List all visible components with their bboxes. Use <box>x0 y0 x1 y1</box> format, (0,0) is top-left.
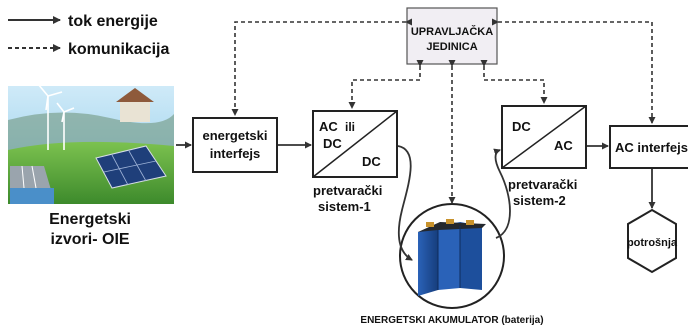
house-icon <box>116 88 154 122</box>
legend: tok energije komunikacija <box>8 13 169 58</box>
energy-flow-arrows <box>176 141 656 261</box>
flow-battery-to-converter-2 <box>493 148 511 239</box>
renewable-sources-illustration <box>8 83 174 204</box>
converter-1-or-label: ili <box>345 120 355 134</box>
control-unit-block: UPRAVLJAČKA JEDINICA <box>406 7 498 65</box>
battery-cells-icon <box>418 219 486 296</box>
communication-legend-label: komunikacija <box>68 41 169 58</box>
sources-label-line1: Energetski <box>49 211 131 228</box>
converter-2-ac-label: AC <box>554 138 573 153</box>
hydro-dam-icon <box>10 165 54 204</box>
comm-control-to-ac-interface <box>492 18 656 124</box>
converter-2-caption-line1: pretvarački <box>508 177 577 192</box>
control-unit-line2: JEDINICA <box>426 41 477 53</box>
converter-2-caption-line2: sistem-2 <box>513 193 566 208</box>
comm-control-to-converter-1 <box>348 60 424 109</box>
converter-1-dc-out-label: DC <box>362 154 381 169</box>
converter-1-dc-in-label: DC <box>323 136 342 151</box>
ac-interface-block: AC interfejs <box>609 125 688 169</box>
wind-turbine-icon <box>37 83 75 150</box>
flow-converter-1-to-battery <box>397 145 413 261</box>
converter-1-caption-line1: pretvarački <box>313 183 382 198</box>
comm-control-to-interface <box>231 18 412 116</box>
communication-arrows <box>231 18 656 204</box>
ac-interface-label: AC interfejs <box>615 140 688 155</box>
converter-1-caption-line2: sistem-1 <box>318 199 371 214</box>
converter-2-block: DC AC <box>501 105 587 169</box>
battery-illustration <box>399 203 505 309</box>
converter-1-block: AC ili DC DC <box>312 110 398 178</box>
battery-caption: ENERGETSKI AKUMULATOR (baterija) <box>360 315 543 326</box>
converter-2-dc-label: DC <box>512 119 531 134</box>
consumption-label: potrošnja <box>627 237 678 249</box>
energy-interface-line1: energetski <box>202 128 267 143</box>
energy-flow-legend-label: tok energije <box>68 13 158 30</box>
sources-label-line2: izvori- OIE <box>50 231 129 248</box>
solar-panel-icon <box>95 145 167 189</box>
converter-1-ac-label: AC <box>319 119 338 134</box>
energy-interface-block: energetski interfejs <box>192 117 278 173</box>
control-unit-line1: UPRAVLJAČKA <box>411 25 493 38</box>
comm-control-to-converter-2 <box>480 60 548 104</box>
consumption-node: potrošnja <box>627 208 678 274</box>
energy-interface-line2: interfejs <box>210 146 261 161</box>
